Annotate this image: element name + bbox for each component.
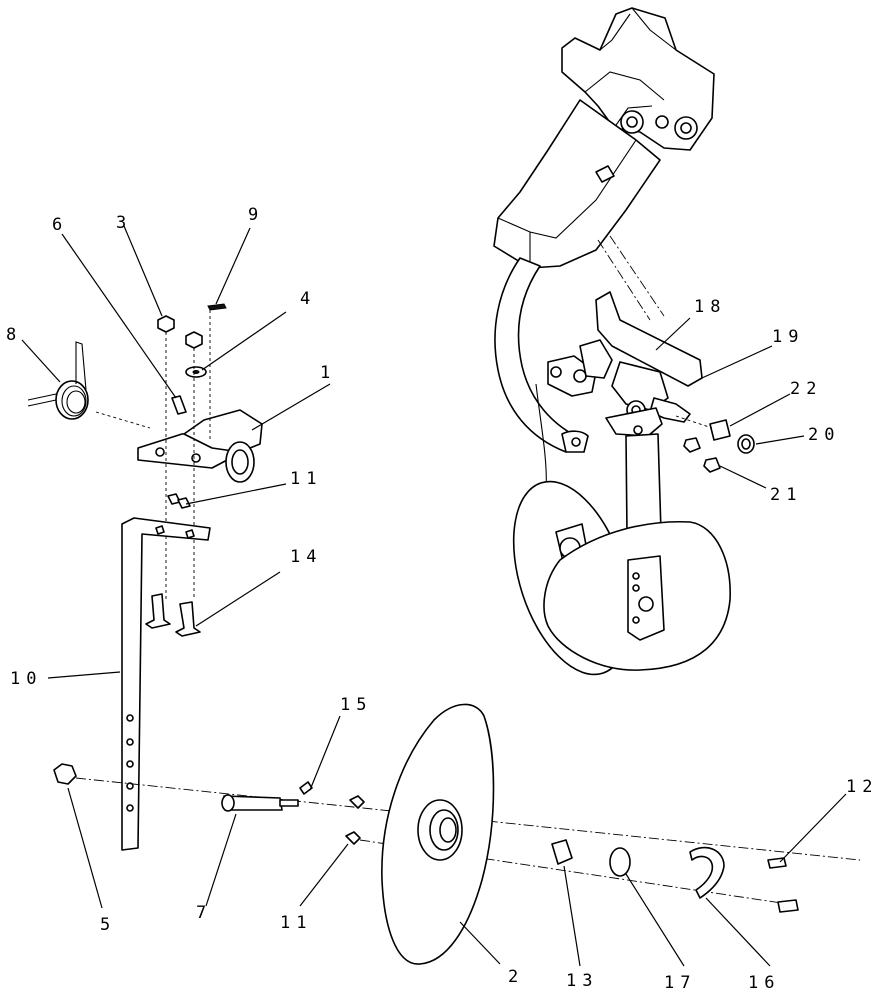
- callout-22: 22: [790, 379, 822, 399]
- part-2-disc: [381, 703, 495, 965]
- part-7-spindle: [221, 794, 299, 812]
- callout-7: 7: [196, 903, 212, 923]
- assembled-unit: [493, 7, 755, 676]
- callout-11b: 11: [280, 913, 312, 933]
- callout-6: 6: [52, 215, 68, 235]
- part-13-cap: [551, 839, 573, 865]
- part-3-nut: [157, 315, 175, 333]
- callout-15: 15: [340, 695, 372, 715]
- part-8-torsion-spring: [27, 341, 89, 420]
- callout-5: 5: [100, 915, 116, 935]
- exploded-parts: [27, 303, 861, 965]
- callout-9: 9: [248, 205, 264, 225]
- callout-3: 3: [116, 213, 132, 233]
- leader-lines: [21, 225, 847, 967]
- callout-21: 21: [770, 485, 802, 505]
- callout-17: 17: [664, 973, 696, 993]
- callout-12: 12: [846, 777, 876, 797]
- callout-4: 4: [300, 289, 316, 309]
- part-10-arm: [121, 517, 211, 851]
- part-5-nut: [53, 763, 77, 785]
- callout-14: 14: [290, 547, 322, 567]
- part-12-bolt: [767, 857, 787, 869]
- part-14-bolt: [145, 593, 171, 629]
- callout-1: 1: [320, 363, 336, 383]
- callout-13: 13: [566, 971, 598, 991]
- callout-2: 2: [508, 967, 524, 987]
- callout-11a: 11: [290, 469, 322, 489]
- callout-8: 8: [6, 325, 22, 345]
- part-6-clip: [171, 395, 187, 415]
- callout-16: 16: [748, 973, 780, 993]
- callout-19: 19: [772, 327, 804, 347]
- callout-18: 18: [694, 297, 726, 317]
- callout-10: 10: [10, 669, 42, 689]
- part-9-pin: [207, 303, 227, 311]
- part-17-dustcap: [609, 847, 631, 877]
- callout-20: 20: [808, 425, 840, 445]
- callouts: 1 2 3 4 5 6 7 8 9 10 11 11 12 13 14 15 1…: [6, 205, 876, 993]
- part-16-clamp: [689, 846, 725, 899]
- part-1-bracket: [137, 409, 263, 483]
